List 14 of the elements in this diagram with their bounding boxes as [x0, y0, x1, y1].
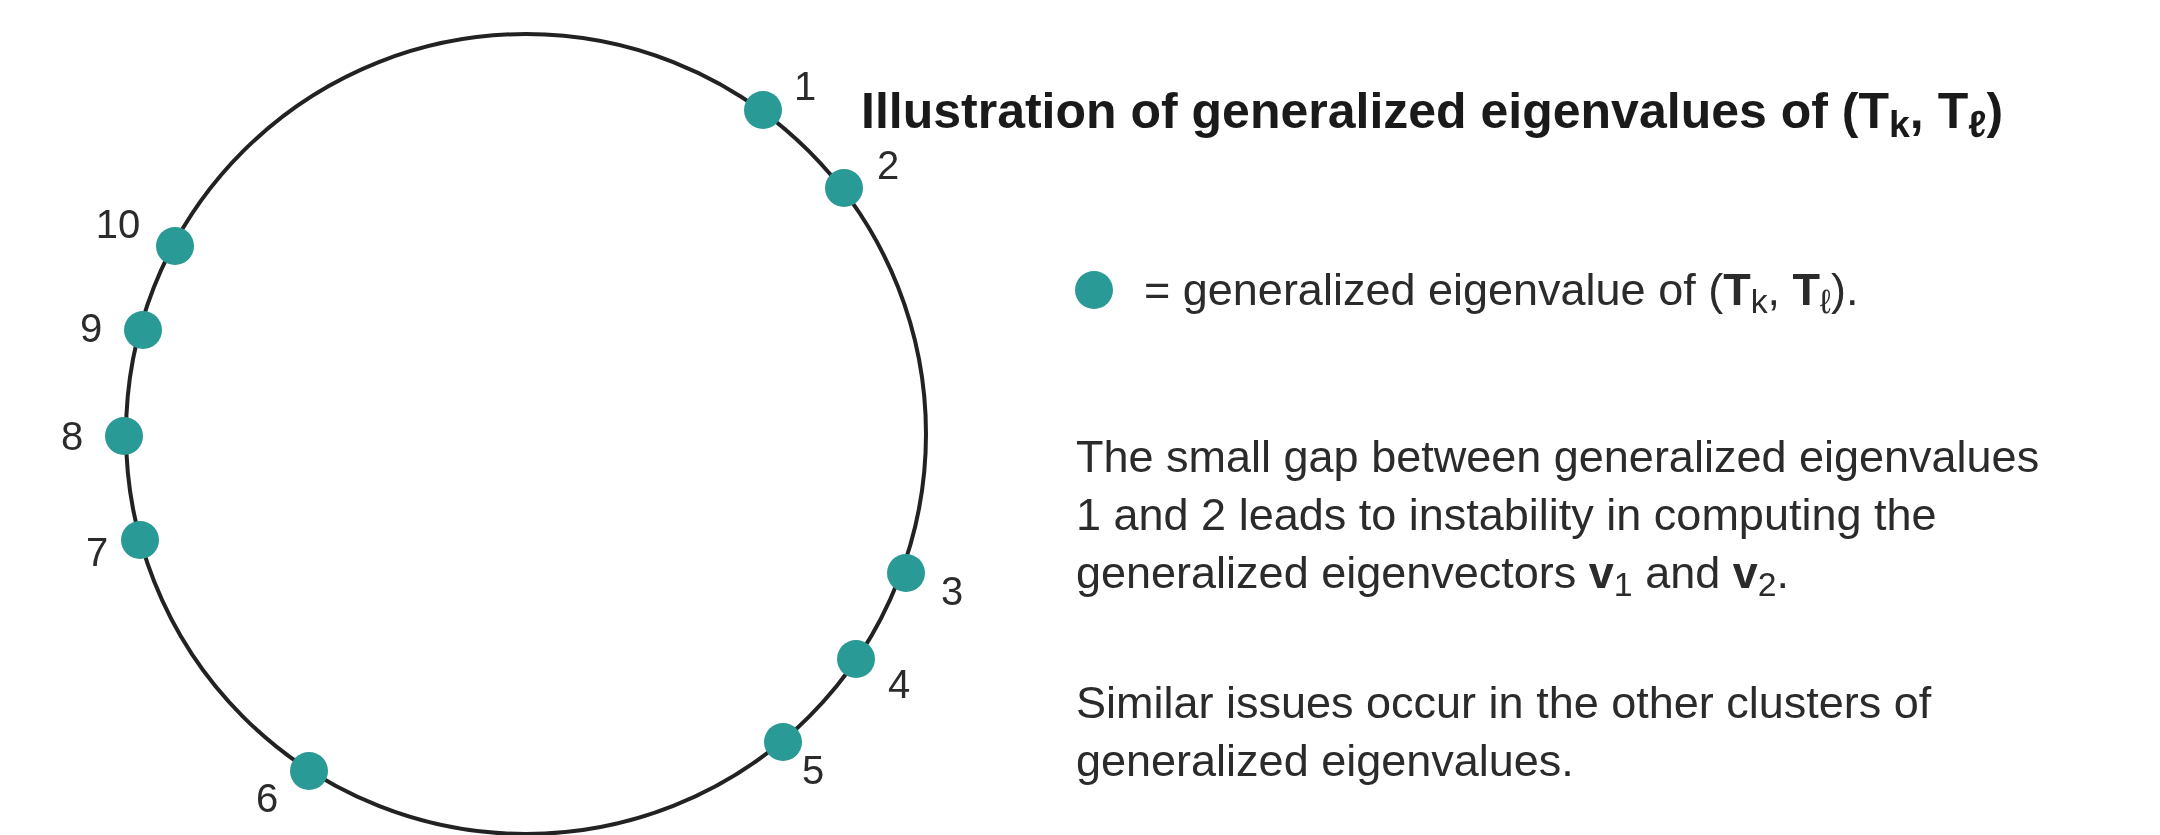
- note-text: The small gap between generalized eigenvalues 1 and 2 leads to instability in computing the generalized eigenvectors v$_{1}$ and v$_{2}$.: [1076, 430, 2041, 602]
- callout-number: 3: [940, 571, 964, 611]
- callout-number: 4: [887, 664, 911, 704]
- callout-number: 9: [79, 308, 103, 348]
- callout-number: 2: [876, 145, 900, 185]
- callout-number: 7: [85, 532, 109, 572]
- title: Illustration of generalized eigenvalues of (T$_{k}$, T$_{ℓ}$): [861, 82, 2004, 143]
- callout-number: 10: [95, 204, 141, 244]
- callout-number: 6: [255, 778, 279, 818]
- callout-number: 5: [801, 750, 825, 790]
- note-text: Similar issues occur in the other clusters of generalized eigenvalues.: [1076, 676, 1933, 788]
- callout-number: 1: [793, 66, 817, 106]
- legend-text: = generalized eigenvalue of (T$_{k}$, T$_{ℓ}$).: [1144, 263, 1859, 319]
- callout-number: 8: [60, 416, 84, 456]
